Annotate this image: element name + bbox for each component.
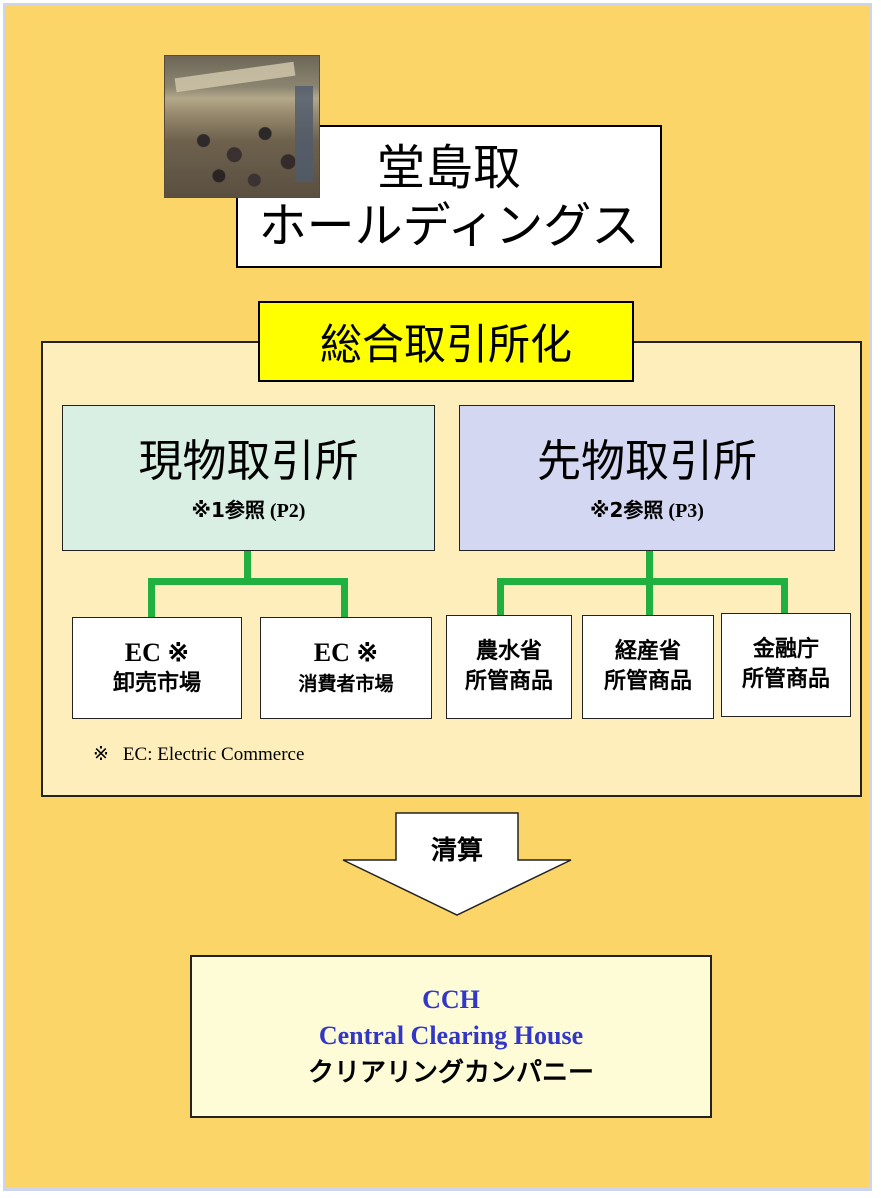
holding-company-line2: ホールディングス: [258, 197, 640, 254]
ec-wholesale-market-label: 卸売市場: [112, 671, 201, 696]
futures-connector-left: [497, 578, 504, 615]
clearing-arrow: [342, 812, 572, 916]
spot-exchange-reference: ※1参照 (P2): [192, 494, 306, 523]
fsa-commodities-label: 所管商品: [741, 667, 830, 692]
spot-connector-stem: [244, 551, 251, 581]
spot-connector-bar: [148, 578, 348, 585]
maff-commodities-label: 所管商品: [464, 669, 553, 694]
cch-full-name: Central Clearing House: [318, 1020, 584, 1050]
integrated-exchange-banner: 総合取引所化: [258, 301, 634, 382]
spot-connector-left: [148, 578, 155, 617]
footnote-text: EC: Electric Commerce: [122, 744, 305, 765]
futures-exchange-box: 先物取引所 ※2参照 (P3): [459, 405, 835, 551]
maff-label: 農水省: [475, 639, 542, 664]
ec-consumer-label: EC ※: [313, 638, 379, 667]
ec-consumer-market-label: 消費者市場: [298, 673, 394, 695]
ukiyoe-painting-image: [164, 55, 320, 198]
spot-ref-page: (P2): [264, 499, 306, 522]
ec-wholesale-market-box: EC ※ 卸売市場: [72, 617, 242, 719]
cch-japanese-name: クリアリングカンパニー: [307, 1057, 594, 1088]
ec-footnote: ※ EC: Electric Commerce: [93, 743, 304, 766]
ec-wholesale-label: EC ※: [124, 638, 190, 667]
spot-connector-right: [341, 578, 348, 617]
meti-label: 経産省: [614, 639, 681, 664]
futures-ref-prefix: ※2参照: [590, 497, 664, 522]
futures-connector-bar: [497, 578, 788, 585]
footnote-mark: ※: [93, 744, 109, 765]
fsa-label: 金融庁: [752, 637, 819, 662]
maff-commodities-box: 農水省 所管商品: [446, 615, 572, 719]
holding-company-line1: 堂島取: [376, 139, 521, 196]
spot-exchange-box: 現物取引所 ※1参照 (P2): [62, 405, 435, 551]
fsa-commodities-box: 金融庁 所管商品: [721, 613, 851, 717]
spot-ref-prefix: ※1参照: [191, 497, 265, 522]
meti-commodities-box: 経産省 所管商品: [582, 615, 714, 719]
futures-exchange-title: 先物取引所: [537, 435, 757, 487]
futures-connector-mid: [646, 578, 653, 615]
futures-exchange-reference: ※2参照 (P3): [590, 494, 704, 523]
futures-connector-stem: [646, 551, 653, 581]
clearing-arrow-label: 清算: [430, 836, 483, 866]
meti-commodities-label: 所管商品: [603, 669, 692, 694]
futures-ref-page: (P3): [663, 499, 704, 522]
ec-consumer-market-box: EC ※ 消費者市場: [260, 617, 432, 719]
spot-exchange-title: 現物取引所: [138, 435, 359, 487]
futures-connector-right: [781, 578, 788, 615]
cch-box: CCH Central Clearing House クリアリングカンパニー: [190, 955, 712, 1118]
cch-abbreviation: CCH: [422, 984, 480, 1014]
